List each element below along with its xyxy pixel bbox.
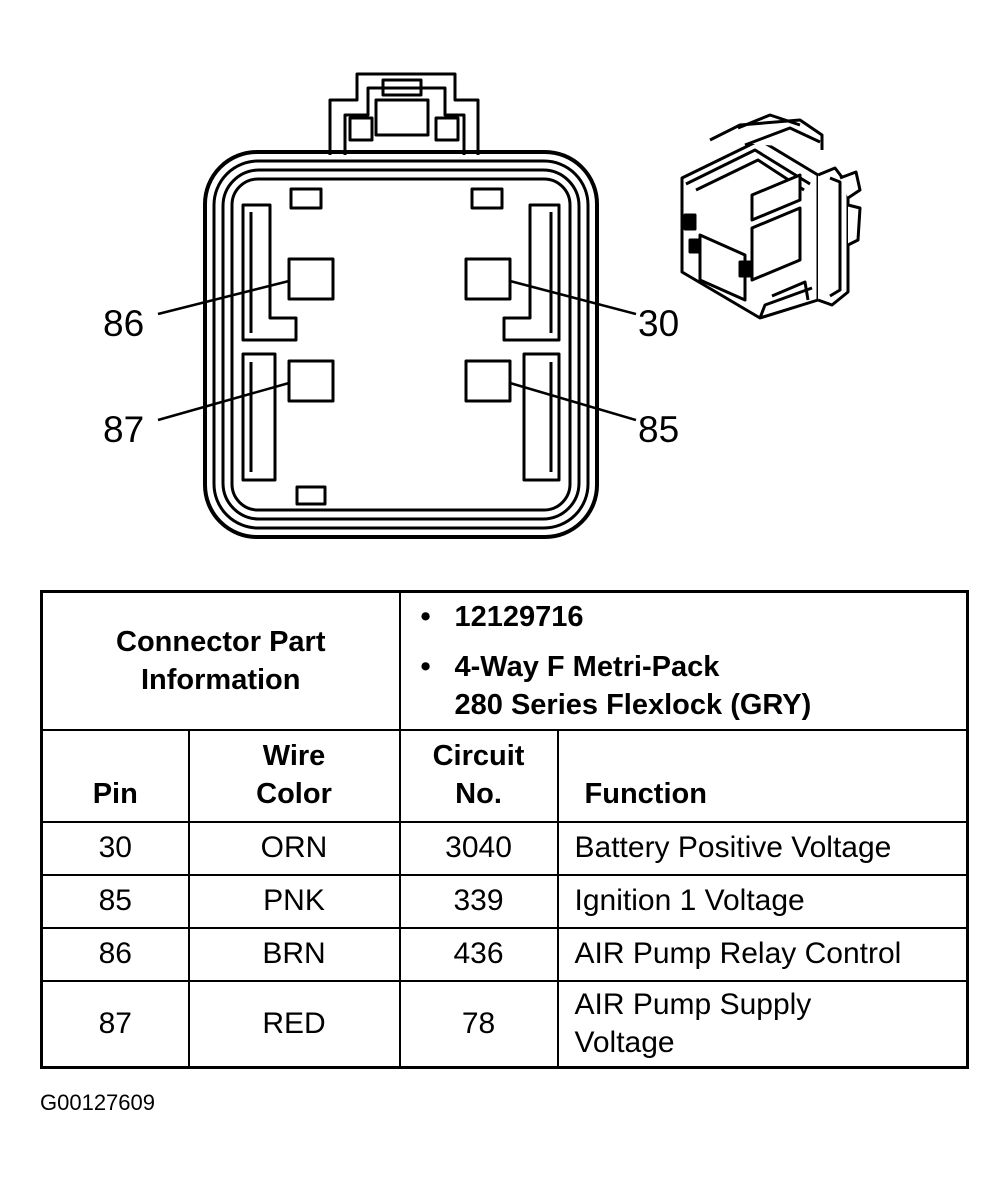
part-description: 4-Way F Metri-Pack 280 Series Flexlock (…	[421, 648, 967, 724]
connector-diagram: 86 30 87 85	[103, 72, 862, 539]
connector-part-header-line1: Connector Part	[116, 625, 326, 658]
table-row: 85 PNK 339 Ignition 1 Voltage	[40, 873, 969, 929]
wire-color-cell: ORN	[187, 820, 401, 876]
connector-part-header-line2: Information	[141, 663, 301, 696]
wire-color-cell: BRN	[187, 926, 401, 982]
pin-cell: 85	[40, 873, 190, 929]
connector-part-details: 12129716 4-Way F Metri-Pack 280 Series F…	[398, 590, 969, 731]
column-header-function: Function	[556, 728, 969, 823]
column-header-wire-color: Wire Color	[187, 728, 401, 823]
column-header-circuit: Circuit No.	[398, 728, 559, 823]
right-guide-rail	[502, 203, 561, 482]
circuit-cell: 3040	[398, 820, 559, 876]
left-guide-rail	[241, 203, 298, 482]
terminal-cavity-85	[464, 359, 512, 403]
pin-label-87: 87	[103, 409, 144, 450]
pin-label-85: 85	[638, 409, 679, 450]
circuit-cell: 436	[398, 926, 559, 982]
key-slot-top-left	[289, 187, 323, 210]
function-cell: Battery Positive Voltage	[556, 820, 969, 876]
connector-info-table: Connector Part Information 12129716 4-Wa…	[40, 590, 970, 1069]
key-slot-bottom	[295, 485, 327, 506]
housing-inner-ridge	[221, 168, 581, 521]
pin-cell: 30	[40, 820, 190, 876]
figure-id: G00127609	[40, 1090, 155, 1115]
part-description-line2: 280 Series Flexlock (GRY)	[454, 688, 812, 721]
housing-outer-shell	[203, 150, 599, 539]
column-header-pin: Pin	[40, 728, 190, 823]
function-cell: Ignition 1 Voltage	[556, 873, 969, 929]
pin-cell: 87	[40, 979, 190, 1069]
pin-cell: 86	[40, 926, 190, 982]
table-row: 30 ORN 3040 Battery Positive Voltage	[40, 820, 969, 876]
circuit-cell: 78	[398, 979, 559, 1069]
housing-outer-ridge	[212, 159, 590, 530]
leader-line-87	[157, 381, 290, 422]
circuit-cell: 339	[398, 873, 559, 929]
connector-latch	[328, 72, 480, 155]
connector-part-list: 12129716 4-Way F Metri-Pack 280 Series F…	[401, 598, 967, 724]
pin-label-86: 86	[103, 303, 144, 344]
connector-part-header: Connector Part Information	[40, 590, 401, 731]
table-row: 86 BRN 436 AIR Pump Relay Control	[40, 926, 969, 982]
part-number: 12129716	[421, 598, 967, 636]
terminal-cavity-87	[287, 359, 335, 403]
pin-label-30: 30	[638, 303, 679, 344]
leader-line-85	[509, 381, 637, 422]
connector-face-view	[157, 72, 637, 539]
wire-color-cell: RED	[187, 979, 401, 1069]
terminal-cavity-86	[287, 257, 335, 301]
connector-isometric-view	[680, 113, 862, 320]
connector-part-row: Connector Part Information 12129716 4-Wa…	[40, 590, 969, 731]
column-header-row: Pin Wire Color Circuit No. Function	[40, 728, 969, 823]
function-cell: AIR Pump Supply Voltage	[556, 979, 969, 1069]
part-description-line1: 4-Way F Metri-Pack	[454, 650, 720, 683]
leader-line-86	[157, 279, 290, 316]
wire-color-cell: PNK	[187, 873, 401, 929]
table-row: 87 RED 78 AIR Pump Supply Voltage	[40, 979, 969, 1069]
function-cell: AIR Pump Relay Control	[556, 926, 969, 982]
housing-inner-wall	[230, 177, 572, 512]
terminal-cavity-30	[464, 257, 512, 301]
key-slot-top-right	[470, 187, 504, 210]
leader-line-30	[509, 279, 637, 316]
